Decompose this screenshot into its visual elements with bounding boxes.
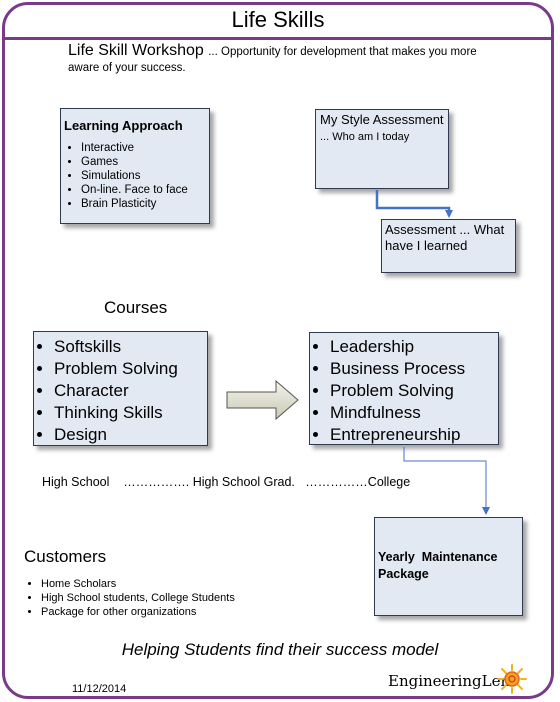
customers-list: Home Scholars High School students, Coll… <box>24 577 235 619</box>
logo-text: EngineeringLens <box>388 672 518 690</box>
courses-block-arrow <box>226 379 299 421</box>
list-item: Games <box>81 155 209 169</box>
courses-heading: Courses <box>104 298 168 317</box>
courses-left-box: Softskills Problem Solving Character Thi… <box>33 331 208 446</box>
list-item: High School students, College Students <box>41 591 235 605</box>
learning-approach-box: Learning Approach Interactive Games Simu… <box>60 108 210 224</box>
list-item: Brain Plasticity <box>81 197 209 211</box>
workshop-tagline-2: aware of your success. <box>68 62 186 74</box>
workshop-tagline-1: ... Opportunity for development that mak… <box>208 46 477 58</box>
list-item: Thinking Skills <box>54 402 207 424</box>
list-item: Character <box>54 380 207 402</box>
list-item: Softskills <box>54 336 207 358</box>
list-item: Mindfulness <box>330 402 498 424</box>
list-item: Problem Solving <box>54 358 207 380</box>
engineeringlens-logo: EngineeringLens <box>388 672 518 691</box>
learning-approach-list: Interactive Games Simulations On-line. F… <box>64 141 209 211</box>
style-to-learned-arrow <box>375 190 453 218</box>
page-title: Life Skills <box>2 2 554 40</box>
maintenance-package-box: Yearly Maintenance Package <box>374 517 523 616</box>
style-assessment-title: My Style Assessment <box>320 112 444 127</box>
list-item: Leadership <box>330 336 498 358</box>
list-item: Interactive <box>81 141 209 155</box>
list-item: Problem Solving <box>330 380 498 402</box>
sun-logo-icon <box>497 664 527 694</box>
courses-right-list: Leadership Business Process Problem Solv… <box>314 336 498 446</box>
workshop-heading: Life Skill Workshop <box>68 42 204 59</box>
learning-approach-title: Learning Approach <box>64 118 183 133</box>
assessment-learned-box: Assessment ... What have I learned <box>381 219 516 273</box>
footer-date: 11/12/2014 <box>72 683 127 695</box>
courses-left-list: Softskills Problem Solving Character Thi… <box>38 336 207 446</box>
style-assessment-box: My Style Assessment ... Who am I today <box>315 109 449 189</box>
customers-heading: Customers <box>24 547 107 566</box>
list-item: Home Scholars <box>41 577 235 591</box>
list-item: Business Process <box>330 358 498 380</box>
footer-slogan: Helping Students find their success mode… <box>121 640 439 659</box>
courses-right-box: Leadership Business Process Problem Solv… <box>309 332 499 445</box>
list-item: Package for other organizations <box>41 605 235 619</box>
workshop-intro: Life Skill Workshop ... Opportunity for … <box>68 42 538 60</box>
list-item: Simulations <box>81 169 209 183</box>
courses-to-maintenance-arrow <box>403 447 490 515</box>
list-item: Design <box>54 424 207 446</box>
progression-text: High School ……………. High School Grad. ………… <box>42 475 411 489</box>
list-item: Entrepreneurship <box>330 424 498 446</box>
style-assessment-subtitle: ... Who am I today <box>320 131 410 143</box>
list-item: On-line. Face to face <box>81 183 209 197</box>
